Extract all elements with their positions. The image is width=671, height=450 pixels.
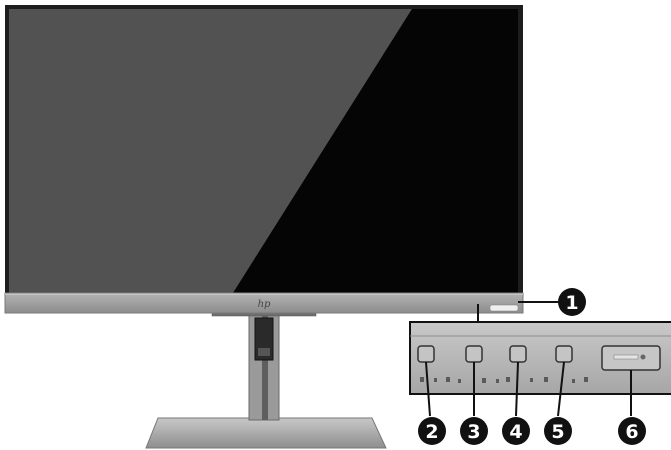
callout-leaders xyxy=(425,361,632,417)
callout-3: 3 xyxy=(460,417,488,445)
screen-reflection xyxy=(9,9,412,293)
stand-base xyxy=(145,417,387,449)
osd-button-3-icon xyxy=(465,345,483,363)
screen-dark xyxy=(233,9,518,293)
osd-button-2-icon xyxy=(417,345,435,363)
osd-button-4-icon xyxy=(509,345,527,363)
osd-button-5-icon xyxy=(555,345,573,363)
svg-text:4: 4 xyxy=(509,421,522,443)
stand-neck-groove xyxy=(262,312,268,420)
callout-6: 6 xyxy=(618,417,646,445)
svg-text:5: 5 xyxy=(551,421,564,443)
callout-4: 4 xyxy=(502,417,530,445)
power-led-icon xyxy=(640,354,646,360)
chin-button-strip xyxy=(489,304,519,312)
power-button-slot xyxy=(613,354,639,360)
panel-vent-texture xyxy=(420,377,588,383)
cable-clip-tab xyxy=(258,348,270,356)
svg-text:3: 3 xyxy=(467,421,480,443)
hp-logo: hp xyxy=(258,299,271,310)
callout-5: 5 xyxy=(544,417,572,445)
svg-text:2: 2 xyxy=(425,421,438,443)
svg-text:6: 6 xyxy=(625,421,638,443)
callout-2: 2 xyxy=(418,417,446,445)
callout-1: 1 xyxy=(558,288,586,316)
svg-text:1: 1 xyxy=(565,292,578,314)
